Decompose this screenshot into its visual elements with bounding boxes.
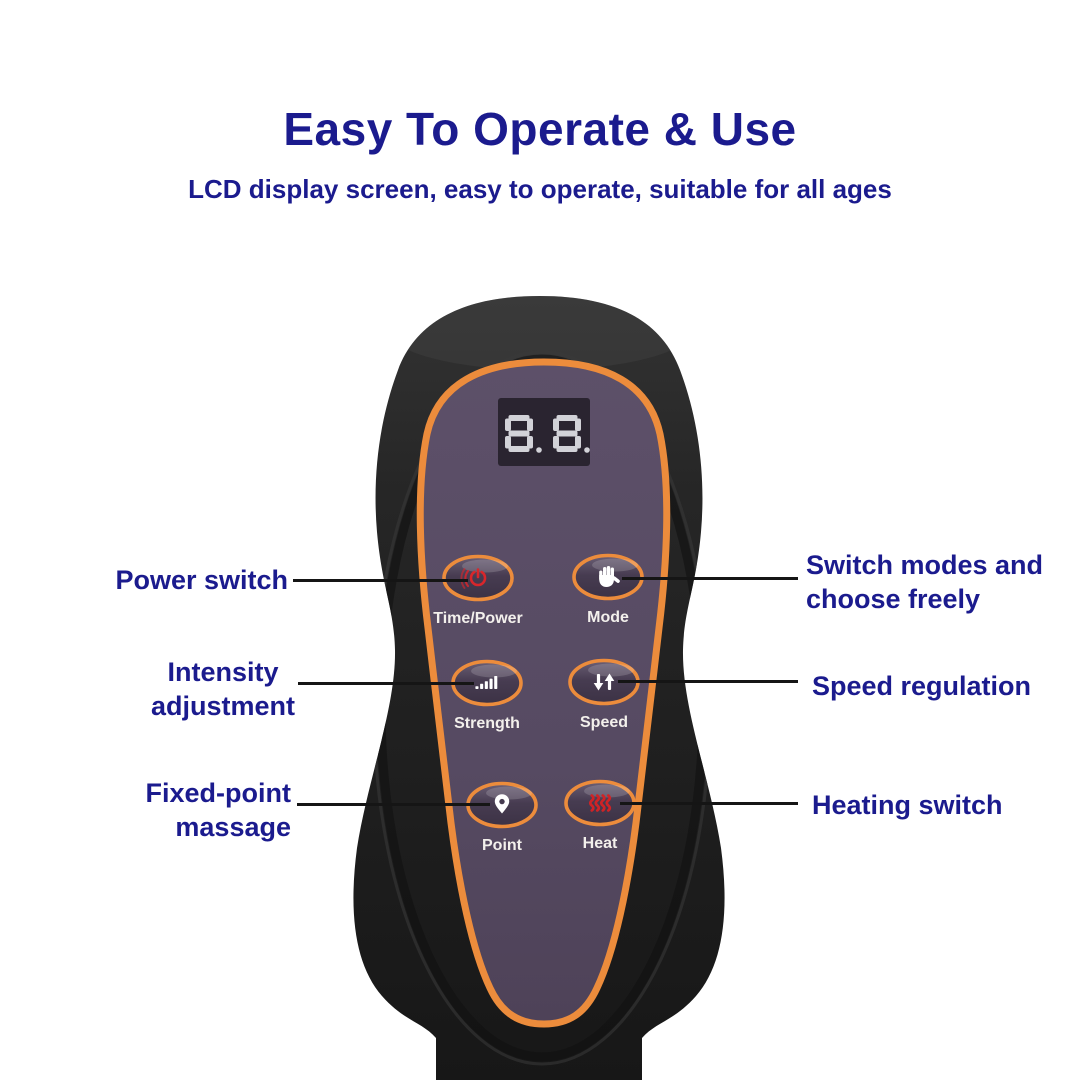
callout-text: Speed regulation	[812, 671, 1032, 701]
body-top-sheen	[388, 296, 692, 370]
map-pin-icon	[494, 794, 510, 814]
callout-text: massage	[175, 812, 291, 842]
signal-bars-icon	[475, 676, 498, 689]
callout-line-mode	[622, 577, 798, 580]
callout-label-intensity-adjustment: Intensity adjustment	[123, 655, 323, 723]
speed-button[interactable]: Speed	[568, 658, 640, 732]
speed-label: Speed	[580, 714, 628, 731]
callout-text: Fixed-point	[145, 778, 291, 808]
point-label: Point	[482, 837, 523, 854]
callout-text: Power switch	[115, 565, 288, 595]
control-panel	[416, 358, 671, 1028]
point-button[interactable]: Point	[466, 781, 538, 855]
callout-line-heat	[620, 802, 798, 805]
callout-label-speed-regulation: Speed regulation	[812, 669, 1072, 703]
callout-line-speed	[618, 680, 798, 683]
strength-button[interactable]: Strength	[451, 659, 523, 733]
callout-label-switch-modes: Switch modes and choose freely	[806, 548, 1076, 616]
callout-line-intensity	[298, 682, 474, 685]
callout-line-power-switch	[293, 579, 468, 582]
heat-label: Heat	[583, 835, 618, 852]
page-subtitle: LCD display screen, easy to operate, sui…	[188, 174, 892, 204]
hand-icon	[599, 566, 620, 587]
power-icon	[460, 568, 487, 589]
page-title: Easy To Operate & Use	[283, 103, 797, 155]
callout-label-fixed-point-massage: Fixed-point massage	[60, 776, 291, 844]
callout-line-fixed-point	[297, 803, 490, 806]
time-power-label: Time/Power	[433, 610, 523, 627]
callout-label-heating-switch: Heating switch	[812, 788, 1072, 822]
callout-text: Switch modes and	[806, 550, 1044, 580]
callout-text: Heating switch	[812, 790, 1003, 820]
strength-label: Strength	[454, 715, 520, 732]
time-power-button[interactable]: Time/Power	[433, 554, 523, 628]
heat-waves-icon	[588, 794, 612, 812]
remote-control: Time/Power Mode	[353, 296, 725, 1080]
callout-text: adjustment	[150, 691, 296, 721]
callout-text: choose freely	[806, 584, 981, 614]
callout-label-power-switch: Power switch	[40, 563, 288, 597]
lcd-display	[498, 398, 590, 466]
mode-label: Mode	[587, 609, 629, 626]
lcd-digits	[505, 415, 590, 453]
callout-text: Intensity	[167, 657, 279, 687]
up-down-arrows-icon	[593, 673, 615, 691]
